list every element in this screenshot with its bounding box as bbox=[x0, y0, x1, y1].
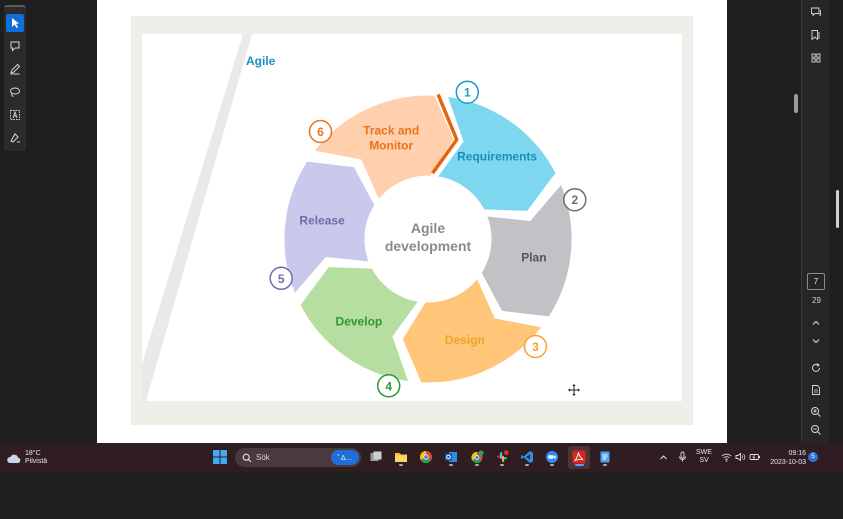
slack-icon[interactable] bbox=[494, 449, 510, 465]
outlook-icon[interactable] bbox=[443, 449, 459, 465]
weather-temp: 18°C bbox=[25, 450, 41, 457]
desktop-background bbox=[0, 472, 843, 519]
bookmark-icon[interactable] bbox=[808, 27, 824, 43]
segment-label: Requirements bbox=[457, 150, 537, 164]
step-number-badge: 4 bbox=[376, 374, 401, 398]
zoom-icon[interactable] bbox=[544, 449, 560, 465]
step-number: 6 bbox=[317, 125, 324, 139]
cloud-icon bbox=[7, 454, 21, 463]
segment-label: Track and bbox=[363, 124, 419, 138]
step-number-badge: 3 bbox=[523, 334, 548, 359]
center-title-line2: development bbox=[385, 238, 472, 254]
clock-time: 09:16 bbox=[788, 450, 806, 457]
fill-sign-icon[interactable] bbox=[6, 129, 24, 147]
page-number-input[interactable]: 7 bbox=[807, 273, 825, 290]
step-number-circle bbox=[523, 334, 548, 359]
chevron-down-icon[interactable] bbox=[808, 333, 824, 349]
agile-cycle-diagram: Agile Agile development RequirementsPlan… bbox=[142, 34, 587, 401]
notification-badge[interactable]: 5 bbox=[808, 452, 818, 462]
chevron-up-icon[interactable] bbox=[808, 315, 824, 331]
add-comment-icon[interactable] bbox=[6, 37, 24, 55]
microphone-icon[interactable] bbox=[678, 451, 687, 463]
scrollbar-thumb[interactable] bbox=[794, 94, 798, 113]
language-code: SWE bbox=[696, 449, 712, 456]
search-placeholder: Sök bbox=[256, 453, 270, 462]
segment-label: Monitor bbox=[369, 139, 413, 153]
search-highlight-badge: ﾟ∆… bbox=[331, 450, 359, 465]
text-box-icon[interactable] bbox=[6, 106, 24, 124]
search-icon bbox=[242, 453, 252, 462]
page-view-icon[interactable] bbox=[808, 382, 824, 398]
weather-desc: Pilvistä bbox=[25, 458, 48, 465]
lasso-icon[interactable] bbox=[6, 83, 24, 101]
segment-accent-stroke bbox=[431, 93, 459, 175]
step-number-badge: 1 bbox=[455, 80, 480, 104]
running-indicator bbox=[449, 464, 453, 466]
chrome-profile-icon[interactable] bbox=[469, 449, 485, 465]
annotation-toolbar bbox=[4, 5, 26, 151]
input-language[interactable]: SWE SV bbox=[694, 449, 714, 465]
step-number: 2 bbox=[571, 193, 578, 207]
select-cursor-icon[interactable] bbox=[6, 14, 24, 32]
volume-icon[interactable] bbox=[735, 452, 746, 462]
step-number: 3 bbox=[532, 340, 539, 354]
acrobat-icon[interactable] bbox=[571, 449, 587, 465]
slide-heading: Agile bbox=[246, 54, 276, 68]
step-number-badge: 5 bbox=[269, 266, 293, 291]
running-indicator bbox=[550, 464, 554, 466]
right-toolbar: 7 29 bbox=[801, 0, 830, 443]
draw-pen-icon[interactable] bbox=[6, 60, 24, 78]
active-indicator bbox=[575, 464, 584, 466]
segment-label: Design bbox=[445, 333, 485, 347]
thumbnails-icon[interactable] bbox=[808, 50, 824, 66]
step-number: 5 bbox=[278, 272, 285, 286]
comments-panel-icon[interactable] bbox=[808, 4, 824, 20]
page-total: 29 bbox=[812, 296, 821, 305]
task-view-icon[interactable] bbox=[368, 449, 384, 465]
segment-label: Release bbox=[299, 213, 345, 227]
step-number-badge: 6 bbox=[308, 119, 333, 144]
step-number: 1 bbox=[464, 86, 471, 100]
running-indicator bbox=[475, 464, 479, 466]
clock-date: 2023-10-03 bbox=[770, 459, 806, 466]
zoom-out-icon[interactable] bbox=[808, 422, 824, 438]
wifi-icon[interactable] bbox=[721, 452, 732, 462]
decorative-stripe bbox=[142, 34, 252, 401]
move-cursor-icon bbox=[568, 384, 580, 396]
panel-resize-handle[interactable] bbox=[836, 190, 839, 228]
chevron-up-icon[interactable] bbox=[659, 453, 668, 462]
windows-start-icon[interactable] bbox=[213, 450, 227, 464]
step-number-circle bbox=[455, 80, 480, 104]
step-number-circle bbox=[269, 266, 293, 291]
step-number-badge: 2 bbox=[563, 187, 587, 212]
center-title-line1: Agile bbox=[411, 220, 445, 236]
running-indicator bbox=[500, 464, 504, 466]
battery-icon[interactable] bbox=[749, 452, 761, 462]
taskbar-search[interactable]: Sök ﾟ∆… bbox=[235, 448, 361, 467]
center-hub bbox=[366, 177, 490, 301]
running-indicator bbox=[399, 464, 403, 466]
system-clock[interactable]: 09:16 2023-10-03 bbox=[766, 449, 806, 467]
zoom-in-icon[interactable] bbox=[808, 404, 824, 420]
step-number-circle bbox=[563, 187, 587, 212]
vscode-icon[interactable] bbox=[519, 449, 535, 465]
taskbar: 18°C Pilvistä Sök ﾟ∆… bbox=[0, 443, 843, 472]
chrome-icon[interactable] bbox=[418, 449, 434, 465]
rotate-icon[interactable] bbox=[808, 360, 824, 376]
step-number-circle bbox=[376, 374, 401, 398]
step-number: 4 bbox=[385, 379, 392, 393]
running-indicator bbox=[525, 464, 529, 466]
weather-widget[interactable]: 18°C Pilvistä bbox=[6, 449, 47, 467]
segment-label: Plan bbox=[521, 251, 546, 265]
file-explorer-icon[interactable] bbox=[393, 449, 409, 465]
running-indicator bbox=[603, 464, 607, 466]
step-number-circle bbox=[308, 119, 333, 144]
segment-label: Develop bbox=[336, 314, 383, 328]
notepad-icon[interactable] bbox=[597, 449, 613, 465]
keyboard-layout: SV bbox=[699, 457, 709, 464]
